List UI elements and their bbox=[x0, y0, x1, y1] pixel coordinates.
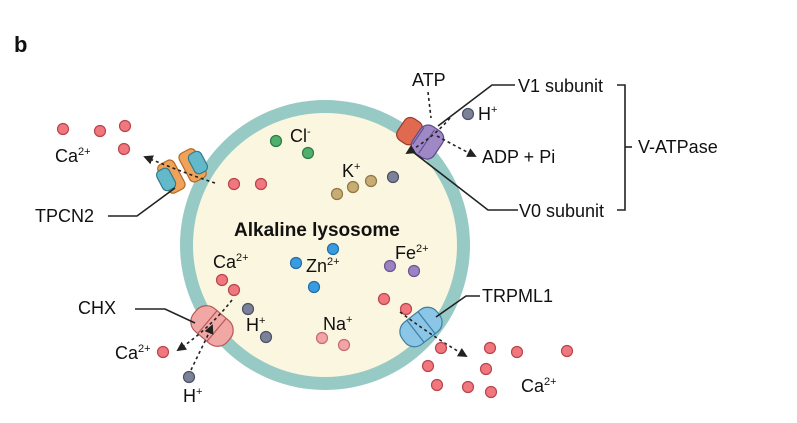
ca-ion bbox=[510, 345, 524, 359]
ca-ion bbox=[56, 122, 70, 136]
tpcn2-channel bbox=[155, 148, 209, 194]
ca-ion bbox=[560, 344, 574, 358]
atp-dashed-line bbox=[427, 91, 432, 119]
k-ion bbox=[364, 174, 378, 188]
lysosome-title: Alkaline lysosome bbox=[234, 220, 400, 241]
ca-ion bbox=[421, 359, 435, 373]
ca-ion bbox=[215, 273, 229, 287]
k-ion bbox=[330, 187, 344, 201]
h-ion bbox=[259, 330, 273, 344]
adp-arrow bbox=[436, 135, 477, 157]
na-ion bbox=[337, 338, 351, 352]
ca-ion bbox=[93, 124, 107, 138]
ca-ion bbox=[479, 362, 493, 376]
ca-ion bbox=[156, 345, 170, 359]
h-ion bbox=[182, 370, 196, 384]
v-atpase-bracket bbox=[617, 84, 626, 211]
tpcn2-leader bbox=[108, 187, 176, 217]
zn-ion bbox=[326, 242, 340, 256]
ca-ion bbox=[254, 177, 268, 191]
ca-ion bbox=[461, 380, 475, 394]
chx-ca-arrow bbox=[176, 299, 233, 352]
ca-ion bbox=[434, 341, 448, 355]
v-atpase-label: V-ATPase bbox=[638, 137, 718, 157]
cl-ion bbox=[301, 146, 315, 160]
zn-ion bbox=[307, 280, 321, 294]
h-label-vatpase: H+ bbox=[478, 104, 497, 124]
chx-leader bbox=[135, 308, 196, 324]
fe-label: Fe2+ bbox=[395, 243, 429, 263]
ca-ion bbox=[117, 142, 131, 156]
ca-ion bbox=[118, 119, 132, 133]
cl-label: Cl- bbox=[290, 126, 311, 146]
ca-ion bbox=[483, 341, 497, 355]
ca-ion bbox=[377, 292, 391, 306]
chx-h-arrow bbox=[190, 324, 214, 371]
trpml1-leader bbox=[435, 295, 480, 318]
ca-ion bbox=[484, 385, 498, 399]
ca-label-chx: Ca2+ bbox=[115, 343, 151, 363]
adp-label: ADP + Pi bbox=[482, 147, 555, 167]
atp-label: ATP bbox=[412, 70, 446, 90]
ca-label-inside: Ca2+ bbox=[213, 252, 249, 272]
v0-label: V0 subunit bbox=[519, 201, 604, 221]
ca-label-tpcn2: Ca2+ bbox=[55, 146, 91, 166]
v1-label: V1 subunit bbox=[518, 76, 603, 96]
h-ion bbox=[386, 170, 400, 184]
v-atpase-pump bbox=[396, 116, 445, 160]
ca-ion bbox=[227, 283, 241, 297]
k-label: K+ bbox=[342, 161, 360, 181]
ca-ion bbox=[399, 302, 413, 316]
zn-label: Zn2+ bbox=[306, 256, 340, 276]
zn-ion bbox=[289, 256, 303, 270]
ca-ion bbox=[227, 177, 241, 191]
h-label-chx: H+ bbox=[183, 386, 202, 406]
panel-label: b bbox=[14, 32, 27, 57]
na-ion bbox=[315, 331, 329, 345]
trpml1-ca-arrow bbox=[399, 311, 468, 357]
v1-leader bbox=[437, 84, 515, 127]
tpcn2-ca-flux-arrow bbox=[143, 155, 216, 184]
tpcn2-label: TPCN2 bbox=[35, 206, 94, 226]
fe-ion bbox=[383, 259, 397, 273]
h-ion bbox=[241, 302, 255, 316]
fe-ion bbox=[407, 264, 421, 278]
chx-label: CHX bbox=[78, 298, 116, 318]
cl-ion bbox=[269, 134, 283, 148]
h-label-inside: H+ bbox=[246, 315, 265, 335]
ca-label-trpml1: Ca2+ bbox=[521, 376, 557, 396]
h-ion bbox=[461, 107, 475, 121]
v-atpase-h-arrow bbox=[405, 117, 451, 155]
v0-leader bbox=[412, 151, 518, 211]
k-ion bbox=[346, 180, 360, 194]
na-label: Na+ bbox=[323, 314, 352, 334]
ca-ion bbox=[430, 378, 444, 392]
trpml1-label: TRPML1 bbox=[482, 286, 553, 306]
